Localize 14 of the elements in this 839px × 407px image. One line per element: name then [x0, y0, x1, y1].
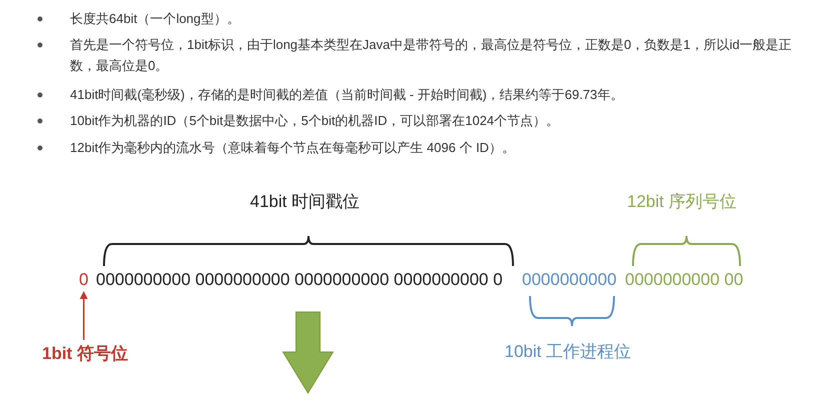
bracket-label: 10bit 工作进程位 [504, 341, 632, 363]
bit-string: 0000000000 0000000000 0000000000 0000000000 0 [96, 270, 503, 290]
bracket-label: 1bit 符号位 [42, 342, 128, 365]
bracket-label: 12bit 序列号位 [627, 191, 737, 213]
bullet-text: 41bit时间截(毫秒级)，存储的是时间截的差值（当前时间截 - 开始时间截)，结果约等于69.73年。 [70, 86, 624, 104]
bullet-text: 10bit作为机器的ID（5个bit是数据中心，5个bit的机器ID，可以部署在1024个节点）。 [70, 112, 560, 130]
arrow [80, 291, 88, 340]
bullet-text: 12bit作为毫秒内的流水号（意味着每个节点在每毫秒可以产生 4096 个 ID）。 [70, 139, 516, 157]
bullet-text: 长度共64bit（一个long型）。 [70, 10, 241, 28]
sign-bit: 0 [79, 270, 88, 290]
bullet-text: 首先是一个符号位，1bit标识，由于long基本类型在Java中是带符号的，最高位是符号位，正数是0，负数是1，所以id一般是正数，最高位是0。 [70, 36, 793, 75]
bit-string: 0000000000 [522, 270, 617, 290]
bit-string: 0000000000 00 [625, 270, 744, 290]
bracket-label: 41bit 时间戳位 [250, 191, 360, 213]
